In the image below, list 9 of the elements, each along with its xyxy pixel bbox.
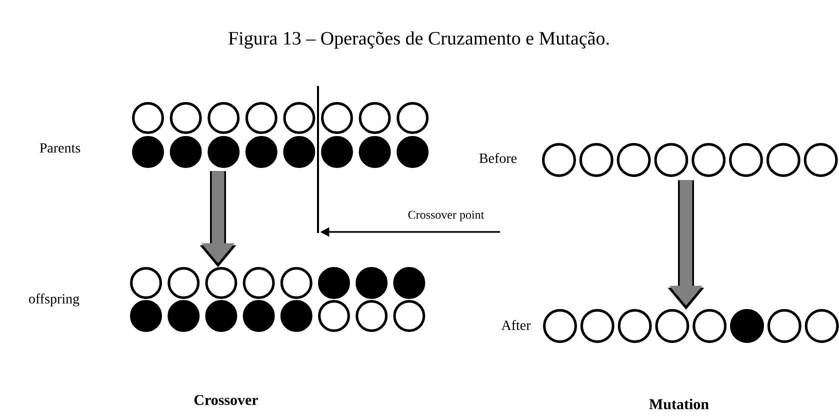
edge-label: Crossover point — [408, 210, 484, 222]
figure-title: Figura 13 – Operações de Cruzamento e Mutação. — [228, 31, 609, 49]
crossover-line — [317, 86, 319, 233]
panel-caption: Mutation — [649, 398, 709, 410]
row-label: Parents — [40, 143, 80, 153]
row-label: offspring — [29, 294, 80, 306]
row-label: Before — [479, 152, 517, 163]
row-label: After — [501, 320, 531, 330]
panel-caption: Crossover — [194, 394, 258, 406]
